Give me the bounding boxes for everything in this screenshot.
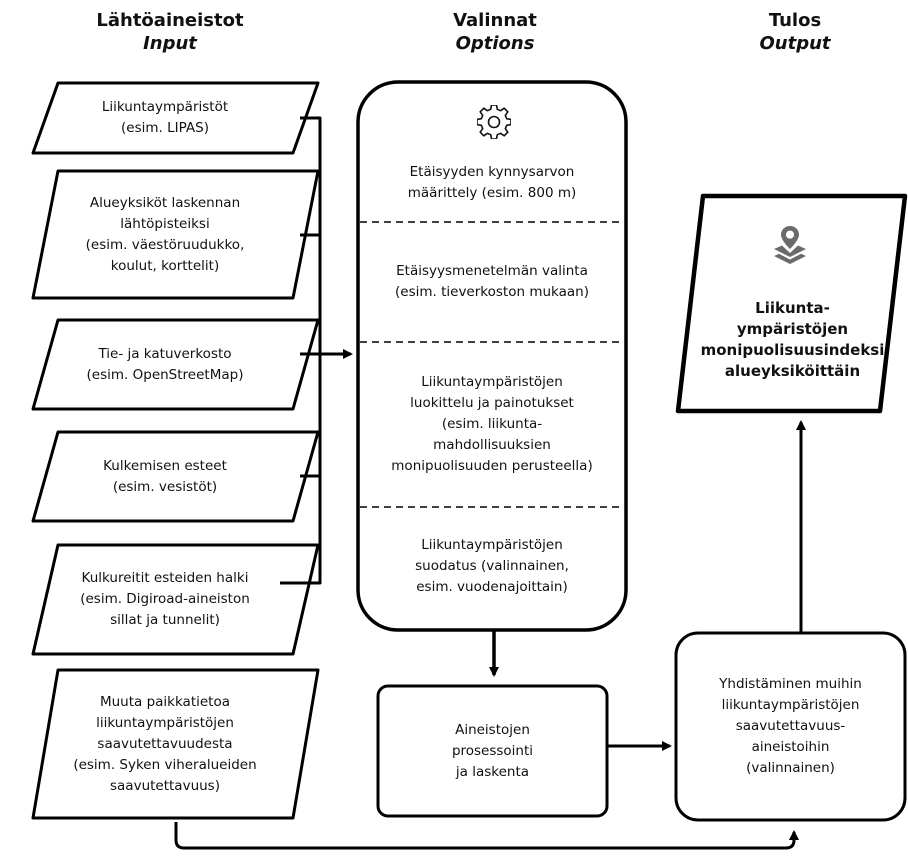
input-column-title: Lähtöaineistot (96, 10, 244, 31)
input-label-sports-facilities: Liikuntaympäristöt (esim. LIPAS) (101, 99, 229, 136)
processing-label: Aineistojen prosessointi ja laskenta (451, 721, 534, 780)
processing-box (376, 684, 609, 818)
input-label-other-data: Muuta paikkatietoa liikuntaympäristöjen … (73, 693, 257, 794)
input-column-subtitle: Input (143, 33, 197, 54)
output-shape (675, 193, 908, 414)
input-shape-5 (31, 543, 320, 656)
input-shape-6 (31, 668, 320, 820)
output-label: Liikunta- ympäristöjen monipuolisuusinde… (700, 299, 885, 380)
combine-label: Yhdistäminen muihin liikuntaympäristöjen… (719, 676, 862, 776)
gear-icon (477, 105, 511, 139)
options-column-subtitle: Options (455, 33, 535, 54)
input-shape-4 (31, 430, 320, 523)
map-layers-icon (774, 226, 806, 264)
options-column-header: Valinnat Options (400, 9, 590, 55)
input-shape-1 (31, 81, 320, 155)
input-column-header: Lähtöaineistot Input (50, 9, 290, 55)
option-classification-weights: Liikuntaympäristöjen luokittelu ja paino… (391, 374, 593, 474)
option-distance-method: Etäisyysmenetelmän valinta (esim. tiever… (395, 263, 589, 300)
input-label-crossings: Kulkureitit esteiden halki (esim. Digiro… (80, 570, 250, 628)
input-shape-2 (31, 169, 320, 300)
output-column-header: Tulos Output (700, 9, 890, 55)
input-merge-connector (280, 116, 322, 585)
option-distance-threshold: Etäisyyden kynnysarvon määrittely (esim.… (407, 164, 577, 201)
input-label-road-network: Tie- ja katuverkosto (esim. OpenStreetMa… (86, 345, 244, 383)
output-column-subtitle: Output (759, 33, 831, 54)
output-column-title: Tulos (768, 10, 822, 31)
input-shape-3 (31, 318, 320, 411)
option-filtering: Liikuntaympäristöjen suodatus (valinnain… (415, 536, 569, 595)
input-label-area-units: Alueyksiköt laskennan lähtöpisteiksi (es… (85, 194, 245, 274)
arrow-other-data-to-combine (174, 822, 799, 850)
combine-box (674, 631, 907, 822)
options-column-title: Valinnat (453, 10, 537, 31)
input-label-barriers: Kulkemisen esteet (esim. vesistöt) (103, 457, 227, 495)
options-box (356, 80, 628, 632)
